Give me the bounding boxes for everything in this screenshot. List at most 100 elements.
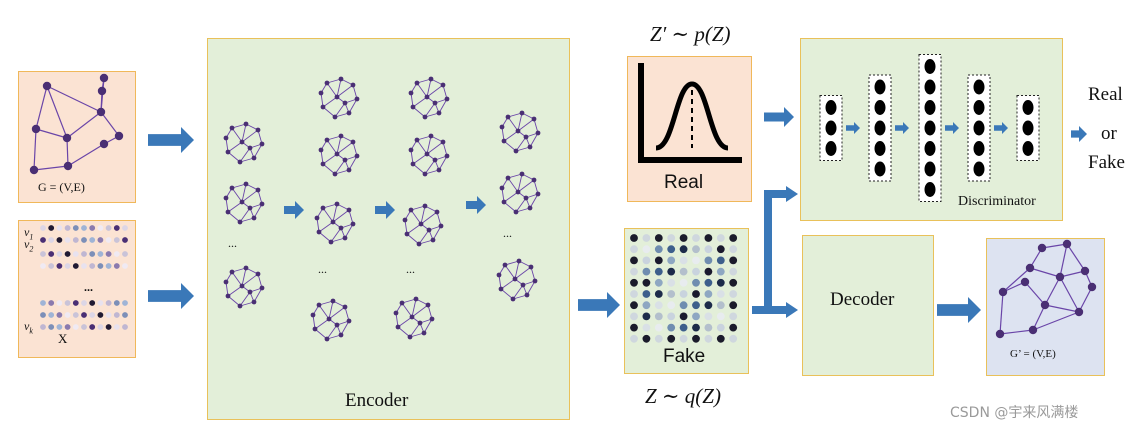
- graph-node: [430, 237, 436, 243]
- feature-dot: [81, 251, 87, 257]
- graph-node: [326, 316, 332, 322]
- graph-node: [399, 300, 405, 306]
- feature-dot: [40, 300, 46, 306]
- latent-dot: [692, 278, 700, 287]
- graph-edge: [336, 135, 342, 155]
- feature-matrix-label: X: [58, 331, 68, 346]
- graph-edge: [227, 151, 241, 163]
- graph-edge: [515, 207, 531, 213]
- graph-edge: [241, 129, 259, 143]
- latent-dot: [704, 278, 713, 287]
- graph-edge: [332, 209, 350, 223]
- graph-node: [239, 283, 245, 289]
- graph-node: [408, 147, 414, 153]
- graph-node: [318, 147, 324, 153]
- graph-node: [229, 125, 235, 131]
- graph-node: [318, 90, 324, 96]
- feature-dot: [81, 324, 87, 330]
- latent-branch-up: [752, 190, 790, 314]
- feature-dot: [97, 324, 104, 330]
- latent-dot: [642, 312, 651, 321]
- graph-edge: [227, 295, 241, 307]
- encoder-small-graph: [402, 203, 444, 247]
- latent-dot: [716, 301, 725, 310]
- graph-edge: [239, 207, 251, 223]
- prior-axes: [638, 63, 742, 163]
- prior-label: Real: [664, 172, 704, 193]
- graph-edge: [314, 328, 328, 340]
- graph-edge: [322, 106, 336, 118]
- graph-edge: [1044, 304, 1080, 313]
- graph-node: [502, 262, 508, 268]
- graph-edge: [1024, 281, 1046, 306]
- latent-dot: [716, 245, 725, 254]
- discriminator-neuron: [1022, 100, 1034, 115]
- graph-edge: [438, 98, 448, 114]
- graph-edge: [412, 153, 428, 165]
- latent-dot: [630, 267, 638, 276]
- graph-node: [324, 137, 330, 143]
- feature-dot: [81, 300, 87, 306]
- graph-node: [243, 121, 249, 127]
- graph-node: [428, 76, 434, 82]
- feature-dot: [40, 225, 46, 231]
- graph-node: [414, 137, 420, 143]
- graph-edge: [1029, 267, 1061, 278]
- discriminator-neuron: [924, 141, 936, 156]
- graph-node: [413, 296, 419, 302]
- feature-dot: [113, 263, 120, 269]
- feature-dot: [48, 312, 55, 318]
- graph-edge: [401, 302, 413, 318]
- graph-edge: [348, 155, 358, 171]
- graph-node: [426, 227, 432, 233]
- graph-edge: [352, 141, 358, 157]
- latent-dot: [679, 245, 688, 254]
- latent-dot: [667, 245, 676, 254]
- latent-dot: [667, 301, 676, 310]
- graph-edge: [241, 189, 259, 203]
- graph-edge: [348, 209, 354, 225]
- latent-dot: [729, 267, 738, 276]
- graph-edge: [231, 267, 247, 273]
- graph-edge: [326, 334, 342, 340]
- graph-node: [424, 94, 430, 100]
- feature-dot: [56, 263, 63, 269]
- graph-node: [338, 332, 344, 338]
- latent-dot: [630, 323, 638, 332]
- latent-dot: [692, 267, 700, 276]
- graph-node: [324, 80, 330, 86]
- graph-edge: [999, 291, 1004, 335]
- graph-node: [312, 326, 318, 332]
- graph-node: [440, 82, 446, 88]
- graph-node: [229, 185, 235, 191]
- graph-edge: [503, 140, 517, 152]
- graph-node: [436, 110, 442, 116]
- graph-node: [1062, 239, 1072, 249]
- graph-edge: [412, 96, 428, 108]
- graph-node: [229, 269, 235, 275]
- latent-dot: [642, 234, 651, 242]
- graph-edge: [318, 221, 334, 233]
- graph-node: [346, 207, 352, 213]
- graph-node: [334, 94, 340, 100]
- graph-node: [99, 73, 109, 83]
- graph-edge: [336, 84, 354, 98]
- graph-node: [354, 153, 360, 159]
- graph-node: [259, 201, 265, 207]
- graph-edge: [512, 294, 528, 300]
- graph-edge: [257, 129, 263, 145]
- graph-node: [531, 116, 537, 122]
- graph-edge: [326, 324, 338, 340]
- graph-edge: [423, 318, 433, 334]
- graph-edge: [507, 173, 523, 179]
- feature-dot: [56, 312, 63, 318]
- graph-node: [350, 82, 356, 88]
- graph-node: [519, 110, 525, 116]
- discriminator-inner-arrow: [994, 122, 1008, 134]
- feature-dot: [64, 237, 71, 243]
- graph-edge: [1032, 311, 1080, 331]
- feature-dot: [97, 300, 104, 306]
- graph-node: [342, 304, 348, 310]
- prior-panel: [627, 56, 752, 202]
- graph-node: [338, 225, 344, 231]
